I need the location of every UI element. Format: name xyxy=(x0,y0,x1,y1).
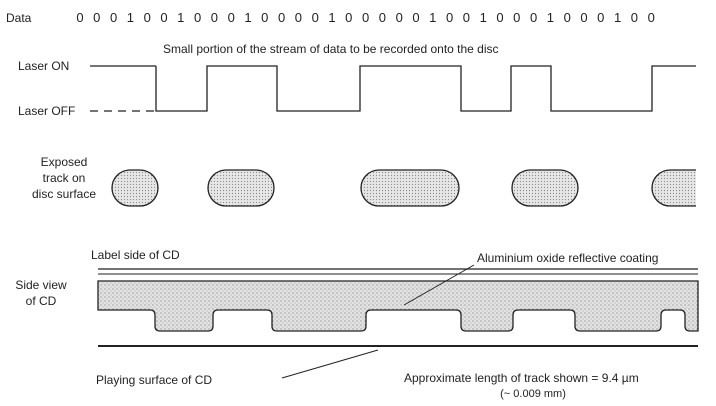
exposed-track-pits xyxy=(111,169,696,207)
data-bit: 0 xyxy=(194,10,201,25)
data-bit: 0 xyxy=(345,10,352,25)
label-side-text: Label side of CD xyxy=(91,248,180,262)
track-length-note-sub: (~ 0.009 mm) xyxy=(500,388,566,400)
data-bit: 0 xyxy=(412,10,419,25)
data-bit: 0 xyxy=(76,10,83,25)
data-bit: 1 xyxy=(429,10,436,25)
data-bit: 0 xyxy=(564,10,571,25)
data-bit: 0 xyxy=(228,10,235,25)
laser-waveform xyxy=(155,65,696,112)
data-label: Data xyxy=(6,11,32,25)
data-bit: 0 xyxy=(597,10,604,25)
exposed-track-label: Exposed track on disc surface xyxy=(32,155,96,201)
side-view-label-line-1: Side view xyxy=(15,278,67,292)
exposed-track-label-line-1: Exposed xyxy=(41,155,88,169)
playing-surface-leader-line xyxy=(281,349,379,379)
data-bit: 0 xyxy=(362,10,369,25)
data-bit: 1 xyxy=(177,10,184,25)
data-bit: 0 xyxy=(295,10,302,25)
track-length-note: Approximate length of track shown = 9.4 … xyxy=(404,371,639,385)
data-bit: 0 xyxy=(648,10,655,25)
data-bit: 0 xyxy=(144,10,151,25)
exposed-pit xyxy=(111,169,159,207)
data-bit: 1 xyxy=(614,10,621,25)
data-bit: 0 xyxy=(530,10,537,25)
data-bit: 0 xyxy=(110,10,117,25)
data-bit: 0 xyxy=(446,10,453,25)
data-bit: 1 xyxy=(328,10,335,25)
data-bit: 1 xyxy=(244,10,251,25)
exposed-track-label-line-3: disc surface xyxy=(32,187,96,201)
coating-label: Aluminium oxide reflective coating xyxy=(477,251,658,265)
coating-leader-line xyxy=(403,264,475,306)
data-bit: 0 xyxy=(631,10,638,25)
laser-on-label: Laser ON xyxy=(18,59,69,73)
data-bit: 1 xyxy=(480,10,487,25)
data-bit: 0 xyxy=(93,10,100,25)
data-bit: 1 xyxy=(547,10,554,25)
data-bit: 0 xyxy=(211,10,218,25)
data-bit: 0 xyxy=(463,10,470,25)
exposed-pit xyxy=(207,169,275,207)
data-bit: 0 xyxy=(312,10,319,25)
data-bit: 0 xyxy=(513,10,520,25)
data-bit: 0 xyxy=(379,10,386,25)
exposed-pit xyxy=(360,169,460,207)
laser-off-label: Laser OFF xyxy=(18,104,75,118)
exposed-pit xyxy=(651,169,696,207)
data-bit: 0 xyxy=(278,10,285,25)
exposed-pit xyxy=(511,169,579,207)
data-bit: 0 xyxy=(580,10,587,25)
side-view-label: Side view of CD xyxy=(15,278,67,308)
data-bit: 0 xyxy=(396,10,403,25)
stream-caption: Small portion of the stream of data to b… xyxy=(163,42,499,56)
exposed-track-label-line-2: track on xyxy=(43,171,86,185)
playing-surface-label: Playing surface of CD xyxy=(96,373,212,387)
data-bit: 0 xyxy=(496,10,503,25)
data-bit: 0 xyxy=(160,10,167,25)
side-view-label-line-2: of CD xyxy=(26,294,57,308)
data-bit: 0 xyxy=(261,10,268,25)
data-bit: 1 xyxy=(127,10,134,25)
aluminium-coating-layer xyxy=(97,280,699,332)
